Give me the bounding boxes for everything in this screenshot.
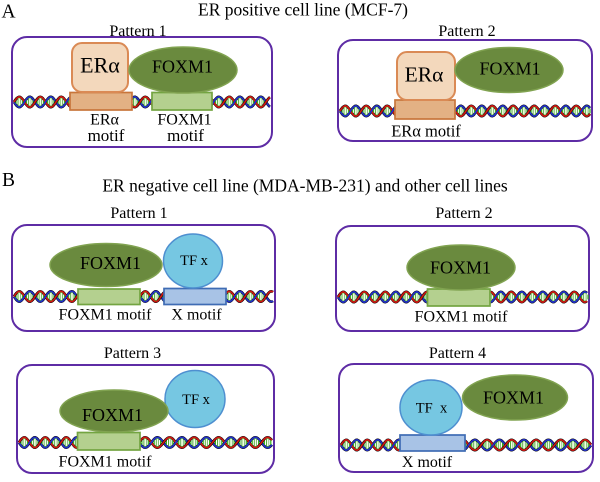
svg-text:Pattern 3: Pattern 3 [104,345,161,362]
svg-text:ERα: ERα [80,53,120,78]
svg-text:TF x: TF x [182,392,211,408]
svg-text:Pattern 1: Pattern 1 [109,23,166,40]
svg-text:ERα motif: ERα motif [391,122,461,141]
svg-text:FOXM1 motif: FOXM1 motif [59,454,153,471]
svg-text:FOXM1: FOXM1 [80,253,141,273]
svg-text:FOXM1: FOXM1 [157,112,211,129]
svg-text:Pattern 2: Pattern 2 [435,205,492,222]
svg-text:FOXM1: FOXM1 [430,258,491,278]
svg-text:FOXM1: FOXM1 [82,405,143,425]
svg-text:FOXM1: FOXM1 [483,388,544,408]
svg-text:ER positive cell line (MCF-7): ER positive cell line (MCF-7) [198,0,408,20]
svg-text:FOXM1 motif: FOXM1 motif [59,307,153,324]
svg-text:TF x: TF x [416,401,448,417]
svg-text:TF x: TF x [180,253,209,269]
svg-text:FOXM1: FOXM1 [152,57,213,77]
svg-text:B: B [2,170,15,191]
svg-text:X motif: X motif [402,454,453,471]
svg-text:A: A [2,2,16,23]
svg-text:ER negative cell line (MDA-MB-: ER negative cell line (MDA-MB-231) and o… [102,176,507,196]
svg-text:Pattern 4: Pattern 4 [429,345,486,362]
svg-text:Pattern 1: Pattern 1 [110,205,167,222]
svg-text:ERα: ERα [90,112,119,129]
svg-text:FOXM1 motif: FOXM1 motif [415,309,509,326]
svg-text:FOXM1: FOXM1 [479,59,540,79]
svg-text:ERα: ERα [405,63,444,87]
svg-text:motif: motif [167,126,204,145]
svg-text:motif: motif [88,126,125,145]
svg-text:Pattern 2: Pattern 2 [438,23,495,40]
svg-text:X motif: X motif [171,307,222,324]
